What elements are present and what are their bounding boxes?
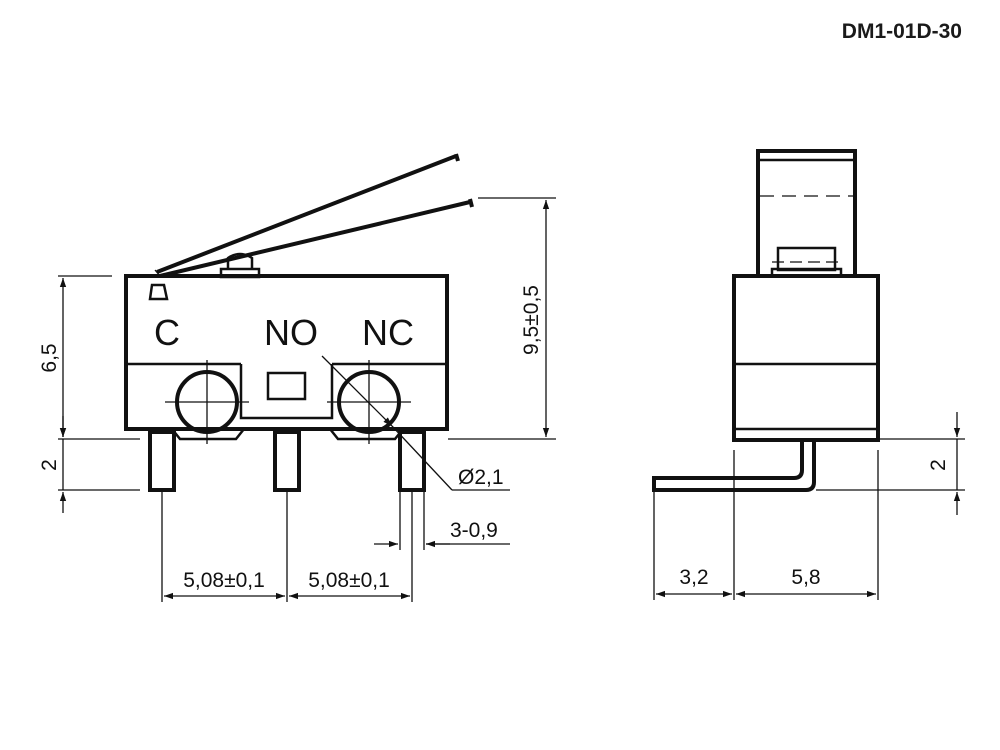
dim-pitch-1: 5,08±0,1 — [183, 569, 265, 592]
bent-pin — [652, 440, 816, 492]
dim-hole-diameter: Ø2,1 — [458, 466, 504, 489]
switch-body-side — [732, 274, 880, 442]
dim-bend-offset: 3,2 — [679, 566, 708, 589]
body-recess — [239, 364, 334, 420]
dim-total-height: 9,5±0,5 — [520, 285, 543, 355]
mounting-hole-right — [327, 360, 411, 444]
side-view — [652, 149, 880, 492]
terminal-label-nc: NC — [362, 312, 414, 353]
mounting-hole-left — [165, 360, 249, 444]
model-title: DM1-01D-30 — [841, 20, 962, 43]
actuator-window — [266, 371, 307, 401]
dim-pin-length-right: 2 — [927, 459, 950, 471]
front-dimensions: 6,5 2 9,5±0,5 Ø2,1 3-0,9 5,08±0,1 5,08±0… — [38, 197, 556, 602]
dim-pin-length-left: 2 — [38, 459, 61, 471]
dim-body-height: 6,5 — [38, 343, 61, 372]
pin-nc — [398, 430, 426, 492]
side-dimensions: 2 3,2 5,8 — [653, 412, 965, 600]
front-view: C NO NC — [124, 153, 474, 492]
pin-no — [273, 430, 301, 492]
terminal-label-c: C — [154, 312, 180, 353]
dim-body-width: 5,8 — [791, 566, 820, 589]
dim-pitch-2: 5,08±0,1 — [308, 569, 390, 592]
dim-pin-width: 3-0,9 — [450, 519, 498, 542]
lever-arm — [154, 153, 474, 278]
pin-c — [148, 430, 176, 492]
terminal-label-no: NO — [264, 312, 318, 353]
plunger-side — [776, 246, 837, 272]
hinge-mark — [148, 283, 169, 301]
lever-housing — [756, 149, 857, 276]
